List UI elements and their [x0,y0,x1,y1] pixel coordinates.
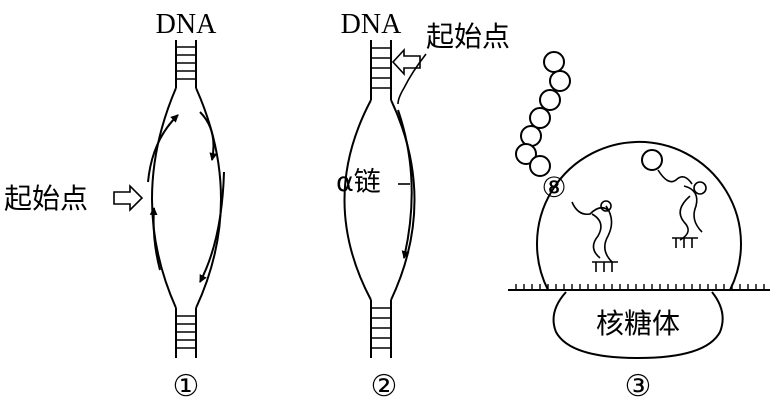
panel-3-peptide-chain [515,51,571,177]
panel-2-bottom-ladder [370,300,392,358]
panel-1-replication: DNA 起始点 [4,9,225,404]
panel-3-translation: 核糖体 ⑧ [508,51,770,404]
panel-1-dna-label: DNA [156,9,217,40]
panel-1-bottom-ladder [175,308,197,358]
panel-1-bubble-right-strand [195,87,222,309]
panel-2-bubble-right-strand [390,99,416,301]
panel-2-top-ladder [370,40,392,100]
panel-2-origin-label: 起始点 [426,20,510,53]
panel-3-mrna-codons [515,284,765,290]
panel-3-number: ③ [625,369,652,404]
panel-2-alpha-strand [397,109,413,259]
panel-1-new-strand-right-bottom [199,171,225,283]
panel-1-new-strand-left-up [147,114,179,183]
panel-1-new-strand-left-mid [149,207,161,271]
panel-3-trna-right [657,169,707,248]
panel-1-top-ladder [175,40,197,88]
panel-3-ribosome-label: 核糖体 [596,307,680,340]
panel-1-origin-arrow-icon [113,184,144,212]
panel-2-origin-arrow-icon [391,47,421,77]
panel-2-dna-label: DNA [341,9,402,40]
panel-3-large-subunit [536,140,742,291]
panel-2-transcription: DNA 起始点 α链 [336,9,510,404]
panel-2-origin-leader [397,53,427,105]
panel-3-trna-left [571,200,618,272]
panel-1-bubble-left-strand [151,87,177,309]
panel-1-origin-label: 起始点 [4,182,88,215]
panel-3-amino-acid [641,149,663,171]
panel-3-small-subunit [552,291,724,360]
panel-2-bubble-left-strand [343,99,372,301]
panel-2-strand-label: α链 [336,167,381,198]
panel-1-number: ① [173,369,200,404]
panel-3-circle-label: ⑧ [541,171,566,204]
panel-1-new-strand-right-top [199,111,218,161]
panel-2-number: ② [371,369,398,404]
